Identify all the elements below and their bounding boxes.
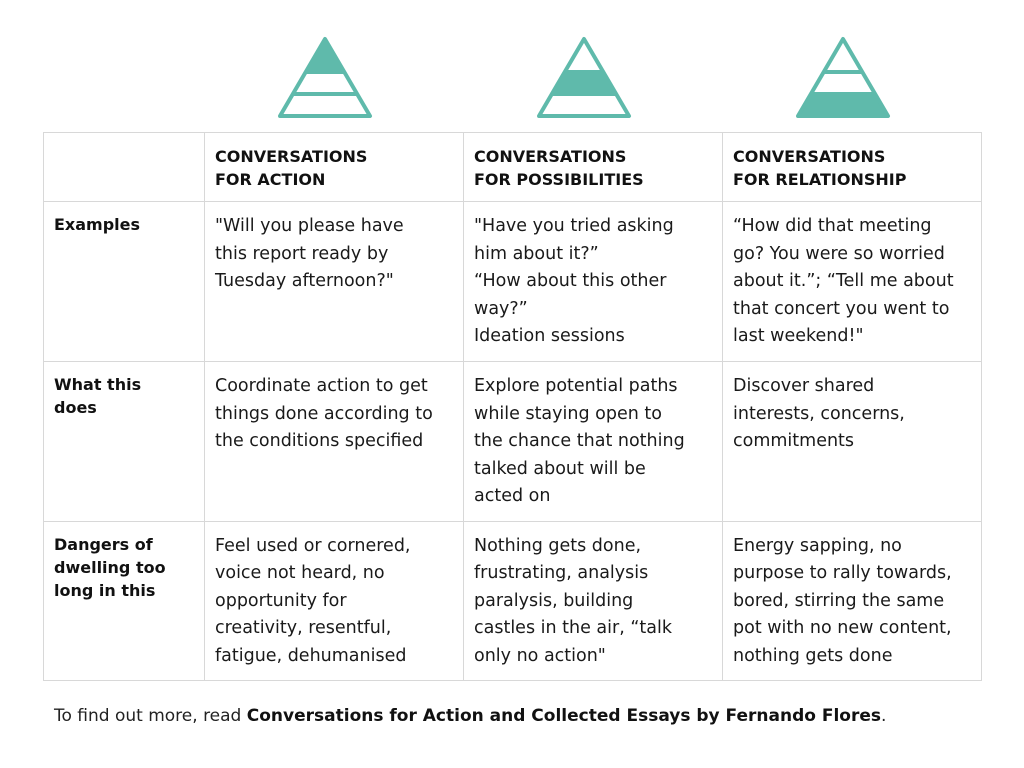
- pyramid-filled-band: [798, 94, 888, 116]
- pyramid-filled-band: [305, 39, 345, 72]
- pyramid-bottom-filled-icon-svg: [796, 37, 890, 118]
- empty-corner-cell: [43, 132, 205, 202]
- table-header-row: CONVERSATIONS FOR ACTION CONVERSATIONS F…: [43, 132, 982, 202]
- table-cell: Feel used or cornered, voice not heard, …: [204, 520, 464, 681]
- table-cell: Energy sapping, no purpose to rally towa…: [722, 520, 982, 681]
- pyramid-top-filled-icon: [277, 36, 373, 120]
- table-cell: “How did that meeting go? You were so wo…: [722, 201, 982, 362]
- pyramid-filled-band: [551, 72, 617, 94]
- table-cell: "Will you please have this report ready …: [204, 201, 464, 362]
- pyramid-outline: [278, 37, 372, 118]
- table-row-what-this-does: What this does Coordinate action to get …: [43, 361, 982, 522]
- pyramid-icons: [0, 0, 1024, 130]
- table-cell: "Have you tried asking him about it?” “H…: [463, 201, 723, 362]
- column-header-possibilities: CONVERSATIONS FOR POSSIBILITIES: [463, 132, 723, 202]
- pyramid-bottom-filled-icon: [795, 36, 891, 120]
- table-cell: Explore potential paths while staying op…: [463, 361, 723, 522]
- table-row-examples: Examples "Will you please have this repo…: [43, 201, 982, 362]
- pyramid-outline: [796, 37, 890, 118]
- pyramid-top-filled-icon-svg: [278, 37, 372, 118]
- row-label-examples: Examples: [43, 201, 205, 362]
- conversation-types-table: CONVERSATIONS FOR ACTION CONVERSATIONS F…: [43, 132, 982, 681]
- table-cell: Nothing gets done, frustrating, analysis…: [463, 520, 723, 681]
- pyramid-outline: [537, 37, 631, 118]
- table-cell: Discover shared interests, concerns, com…: [722, 361, 982, 522]
- table-cell: Coordinate action to get things done acc…: [204, 361, 464, 522]
- pyramid-middle-filled-icon-svg: [537, 37, 631, 118]
- pyramid-middle-filled-icon: [536, 36, 632, 120]
- footer-prefix: To find out more, read: [54, 706, 247, 726]
- book-title-link: Conversations for Action and Collected E…: [246, 706, 881, 726]
- footer-suffix: .: [881, 706, 887, 726]
- footer-note: To find out more, read Conversations for…: [54, 706, 886, 726]
- row-label-what-this-does: What this does: [43, 361, 205, 522]
- column-header-action: CONVERSATIONS FOR ACTION: [204, 132, 464, 202]
- column-header-relationship: CONVERSATIONS FOR RELATIONSHIP: [722, 132, 982, 202]
- table-row-dangers: Dangers of dwelling too long in this Fee…: [43, 520, 982, 681]
- row-label-dangers: Dangers of dwelling too long in this: [43, 520, 205, 681]
